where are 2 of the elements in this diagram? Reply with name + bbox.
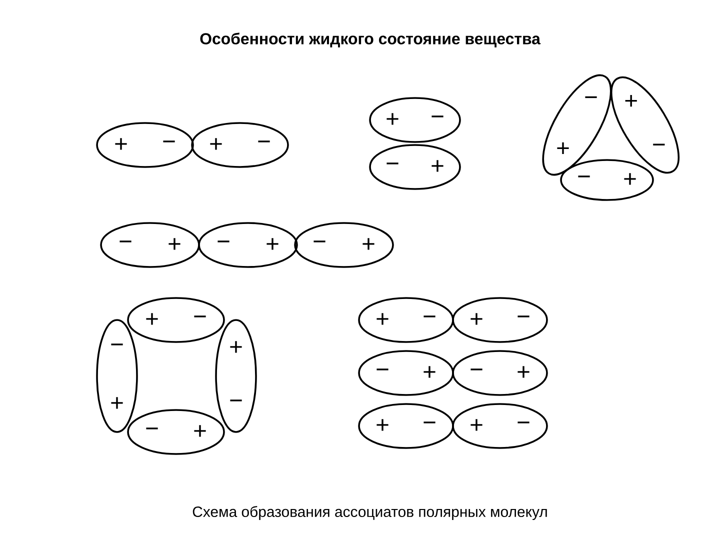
title: Особенности жидкого состояние вещества: [200, 32, 541, 48]
caption: Схема образования ассоциатов полярных молекул: [192, 506, 547, 520]
